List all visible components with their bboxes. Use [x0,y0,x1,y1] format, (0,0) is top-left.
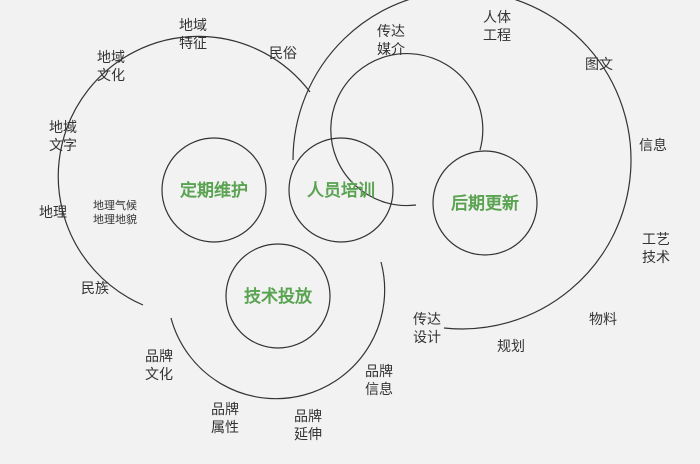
right-group-arc [292,0,632,330]
label-folk: 民俗 [269,46,297,62]
label-material: 物料 [589,312,617,328]
label-ergonomics-1: 人体 [483,10,511,26]
label-brand-attr-2: 属性 [211,420,239,436]
label-region-culture-2: 文化 [97,68,125,84]
label-brand-culture-1: 品牌 [145,348,173,365]
label-graphic: 图文 [585,57,613,73]
center-label-investment: 技术投放 [244,286,313,307]
label-design-1: 传达 [413,312,441,328]
label-geography: 地理 [39,205,67,221]
update-group-arc [330,53,484,207]
bottom-group-arc [170,261,386,400]
label-brand-attr-1: 品牌 [211,401,239,418]
label-region-text-1: 地域 [49,120,77,136]
center-label-update: 后期更新 [451,193,519,214]
center-label-training: 人员培训 [307,180,375,201]
label-design-2: 设计 [413,330,441,346]
label-brand-info-1: 品牌 [365,363,393,380]
label-climate: 地理气候 [93,198,137,212]
label-brand-ext-2: 延伸 [294,427,322,443]
training-circle [288,137,394,243]
label-brand-ext-1: 品牌 [294,408,322,425]
label-brand-info-2: 信息 [365,381,393,398]
left-group-arc [57,35,311,306]
investment-circle [225,243,331,349]
label-media-2: 媒介 [377,42,405,58]
label-info: 信息 [639,137,667,154]
label-brand-culture-2: 文化 [145,367,173,383]
label-region-culture-1: 地域 [97,50,125,66]
label-region-feature-1: 地域 [179,18,207,34]
label-ethnic: 民族 [81,281,109,297]
label-landform: 地理地貌 [93,212,137,226]
label-region-text-2: 文字 [49,138,77,154]
maintenance-circle [161,137,267,243]
label-ergonomics-2: 工程 [483,28,511,44]
label-craft-2: 技术 [642,250,670,266]
label-region-feature-2: 特征 [179,36,207,52]
label-planning: 规划 [497,339,525,355]
label-craft-1: 工艺 [642,232,670,248]
label-media-1: 传达 [377,24,405,40]
center-label-maintenance: 定期维护 [180,180,248,201]
update-circle [432,150,538,256]
